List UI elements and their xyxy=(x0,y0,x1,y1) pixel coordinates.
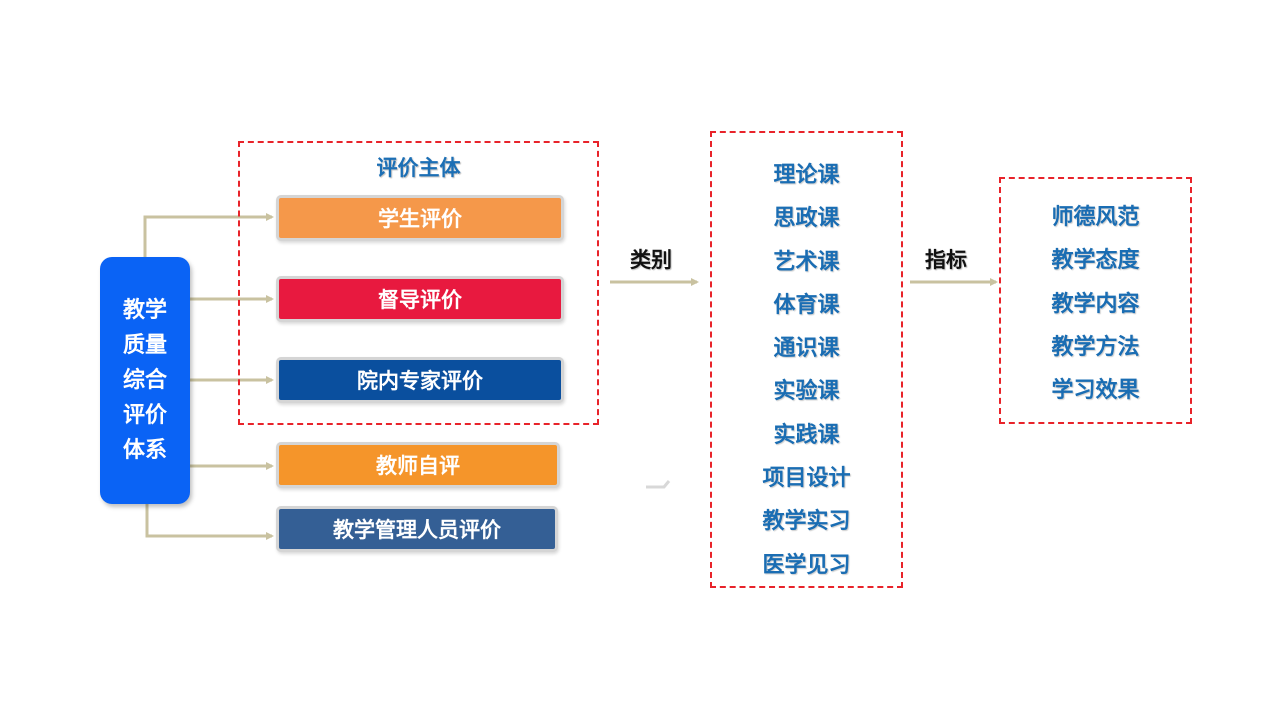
indicator-arrow-label: 指标 xyxy=(925,248,967,272)
root-node: 教学质量综合评价体系 xyxy=(100,257,190,504)
evaluator-label: 督导评价 xyxy=(378,288,462,312)
indicator-item: 教学方法 xyxy=(1051,334,1140,360)
subject-group-title: 评价主体 xyxy=(376,156,461,180)
evaluator-label: 教师自评 xyxy=(376,454,460,478)
categories-box: 理论课 思政课 艺术课 体育课 通识课 实验课 实践课 项目设计 教学实习 医学… xyxy=(710,131,903,588)
evaluator-college-expert: 院内专家评价 xyxy=(276,357,564,403)
categories-list: 理论课 思政课 艺术课 体育课 通识课 实验课 实践课 项目设计 教学实习 医学… xyxy=(712,154,901,587)
category-item: 思政课 xyxy=(773,206,840,232)
evaluator-management-staff: 教学管理人员评价 xyxy=(276,506,558,552)
indicator-item: 教学内容 xyxy=(1051,291,1140,317)
category-item: 实践课 xyxy=(773,422,840,448)
indicators-list: 师德风范 教学态度 教学内容 教学方法 学习效果 xyxy=(1001,196,1190,412)
indicator-item: 教学态度 xyxy=(1051,248,1140,274)
evaluator-label: 院内专家评价 xyxy=(357,369,483,393)
category-item: 医学见习 xyxy=(762,552,851,578)
indicator-item: 师德风范 xyxy=(1051,205,1140,230)
root-label: 教学质量综合评价体系 xyxy=(122,298,167,463)
evaluator-teacher-self: 教师自评 xyxy=(276,442,560,488)
category-item: 项目设计 xyxy=(762,466,851,492)
evaluator-supervisor: 督导评价 xyxy=(276,276,564,322)
evaluator-label: 教学管理人员评价 xyxy=(333,518,501,542)
category-item: 实验课 xyxy=(773,379,840,405)
indicators-box: 师德风范 教学态度 教学内容 教学方法 学习效果 xyxy=(999,177,1192,424)
category-arrow-label: 类别 xyxy=(630,248,672,272)
category-item: 教学实习 xyxy=(762,509,851,535)
subject-group-box xyxy=(238,141,599,425)
category-item: 通识课 xyxy=(773,336,840,362)
evaluator-student: 学生评价 xyxy=(276,195,564,241)
evaluator-label: 学生评价 xyxy=(378,207,462,231)
category-item: 体育课 xyxy=(773,292,840,318)
indicator-item: 学习效果 xyxy=(1051,378,1140,404)
category-item: 艺术课 xyxy=(773,249,840,275)
stray-mark xyxy=(646,480,671,489)
category-item: 理论课 xyxy=(773,163,840,188)
